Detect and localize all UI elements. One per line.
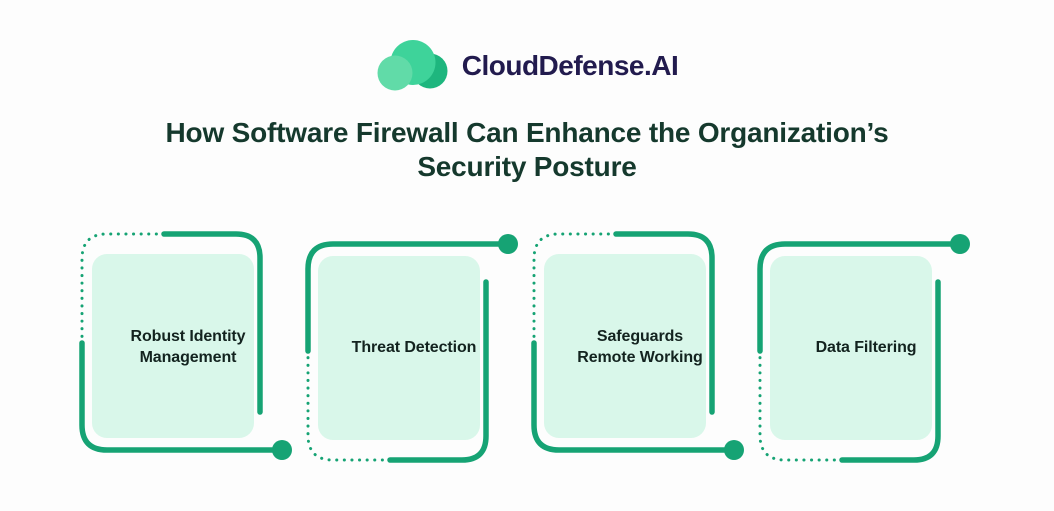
page-title-line-1: How Software Firewall Can Enhance the Or… xyxy=(165,117,889,148)
card-label: Robust Identity Management xyxy=(130,327,246,367)
page-title-line-2: Security Posture xyxy=(417,151,637,183)
card-border-decoration xyxy=(531,231,744,461)
logo-text: CloudDefense.AI xyxy=(461,50,679,81)
card-robust-identity-management: Robust Identity Management xyxy=(76,229,300,465)
card-label: Threat Detection xyxy=(351,338,477,356)
cards-row: Robust Identity Management Threat Detect… xyxy=(0,229,1054,465)
card-threat-detection: Threat Detection xyxy=(302,229,526,465)
logo: CloudDefense.AI xyxy=(0,0,1054,92)
card-border-decoration xyxy=(757,234,970,464)
card-label: Safeguards Remote Working xyxy=(577,327,703,367)
card-border-decoration xyxy=(79,231,292,461)
card-safeguards-remote-working: Safeguards Remote Working xyxy=(528,229,752,465)
cloud-icon xyxy=(376,39,448,93)
card-label: Data Filtering xyxy=(815,338,917,356)
card-data-filtering: Data Filtering xyxy=(754,229,978,465)
card-border-decoration xyxy=(305,234,518,464)
page-title: How Software Firewall Can Enhance the Or… xyxy=(0,116,1054,184)
